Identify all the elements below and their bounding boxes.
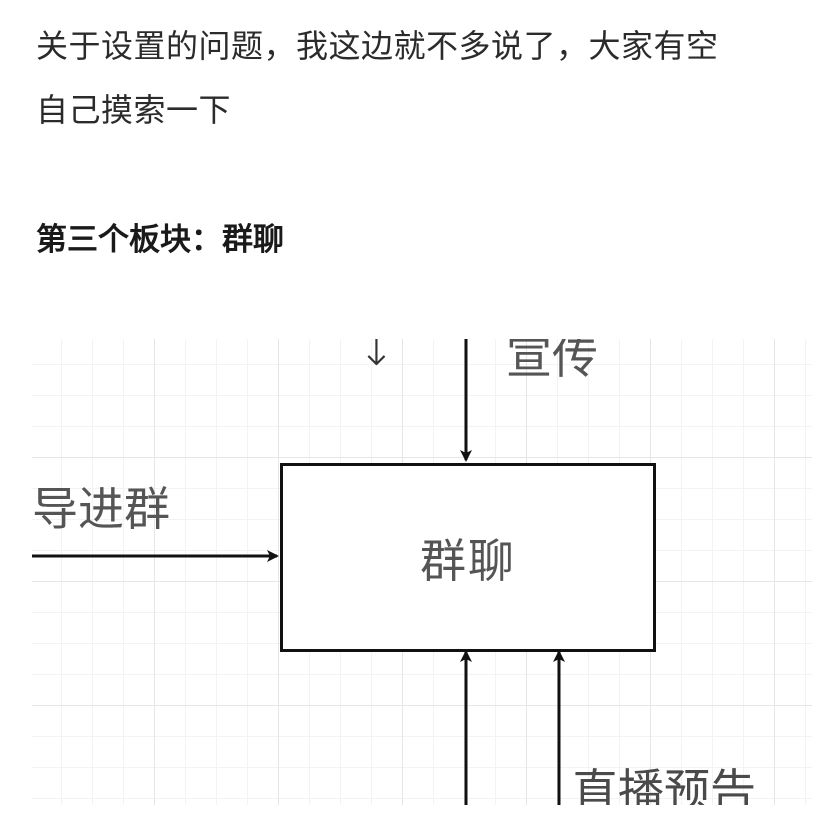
paragraph-line-1: 关于设置的问题，我这边就不多说了，大家有空 bbox=[36, 27, 719, 65]
box-label-group-chat: 群聊 bbox=[420, 533, 516, 588]
label-top-publicity: 宣传 bbox=[506, 339, 598, 384]
label-bottom-live-preview: 直播预告 bbox=[572, 764, 756, 805]
label-left-guide-into-group: 导进群 bbox=[32, 482, 170, 536]
section-heading: 第三个板块：群聊 bbox=[36, 222, 284, 258]
diagram-connectors bbox=[32, 339, 565, 805]
down-arrow-glyph: ↓ bbox=[358, 339, 395, 376]
flow-diagram: ↓ 宣传 导进群 群聊 直播预告 bbox=[32, 339, 812, 805]
article-paragraph: 关于设置的问题，我这边就不多说了，大家有空 自己摸索一下 bbox=[36, 14, 835, 142]
group-chat-box: 群聊 bbox=[280, 463, 656, 652]
paragraph-line-2: 自己摸索一下 bbox=[36, 91, 232, 129]
